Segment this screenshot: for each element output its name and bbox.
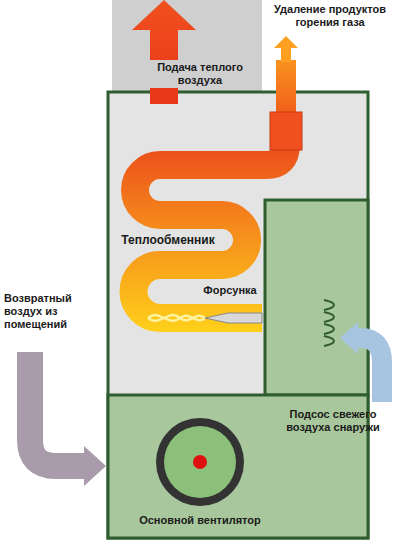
fresh-air-label: Подсос свежего воздуха снаружи (270, 408, 396, 434)
intake-compartment (265, 200, 368, 395)
grille-slat (324, 336, 334, 346)
burner-flame (148, 315, 205, 321)
nozzle-label: Форсунка (198, 284, 262, 297)
heat-exchanger (134, 118, 287, 318)
fan-hub (193, 455, 207, 469)
flue-arrow (274, 36, 298, 62)
heat-exchanger-label: Теплообменник (116, 232, 220, 248)
supply-duct (112, 0, 262, 94)
flue-gas-label: Удаление продуктов горения газа (264, 3, 396, 29)
fan-rotor (164, 426, 236, 498)
grille-slat (324, 312, 334, 322)
flue-pipe (276, 60, 296, 120)
return-air-label: Возвратный воздух из помещений (4, 292, 104, 332)
grille-slat (324, 324, 334, 334)
flue-collar (270, 112, 302, 150)
supply-air-label: Подача теплого воздуха (140, 60, 260, 88)
return-air-arrowhead (84, 446, 106, 486)
burner-nozzle (205, 313, 262, 323)
intake-grille (324, 300, 334, 346)
blower-label: Основной вентилятор (120, 514, 280, 527)
grille-slat (324, 300, 334, 310)
fresh-air-arrowhead (340, 322, 358, 354)
return-air-arrow (30, 352, 84, 466)
furnace-housing (108, 92, 368, 538)
fresh-air-arrow (358, 338, 382, 402)
fan-housing (156, 418, 244, 506)
supply-air-arrow (132, 0, 196, 104)
